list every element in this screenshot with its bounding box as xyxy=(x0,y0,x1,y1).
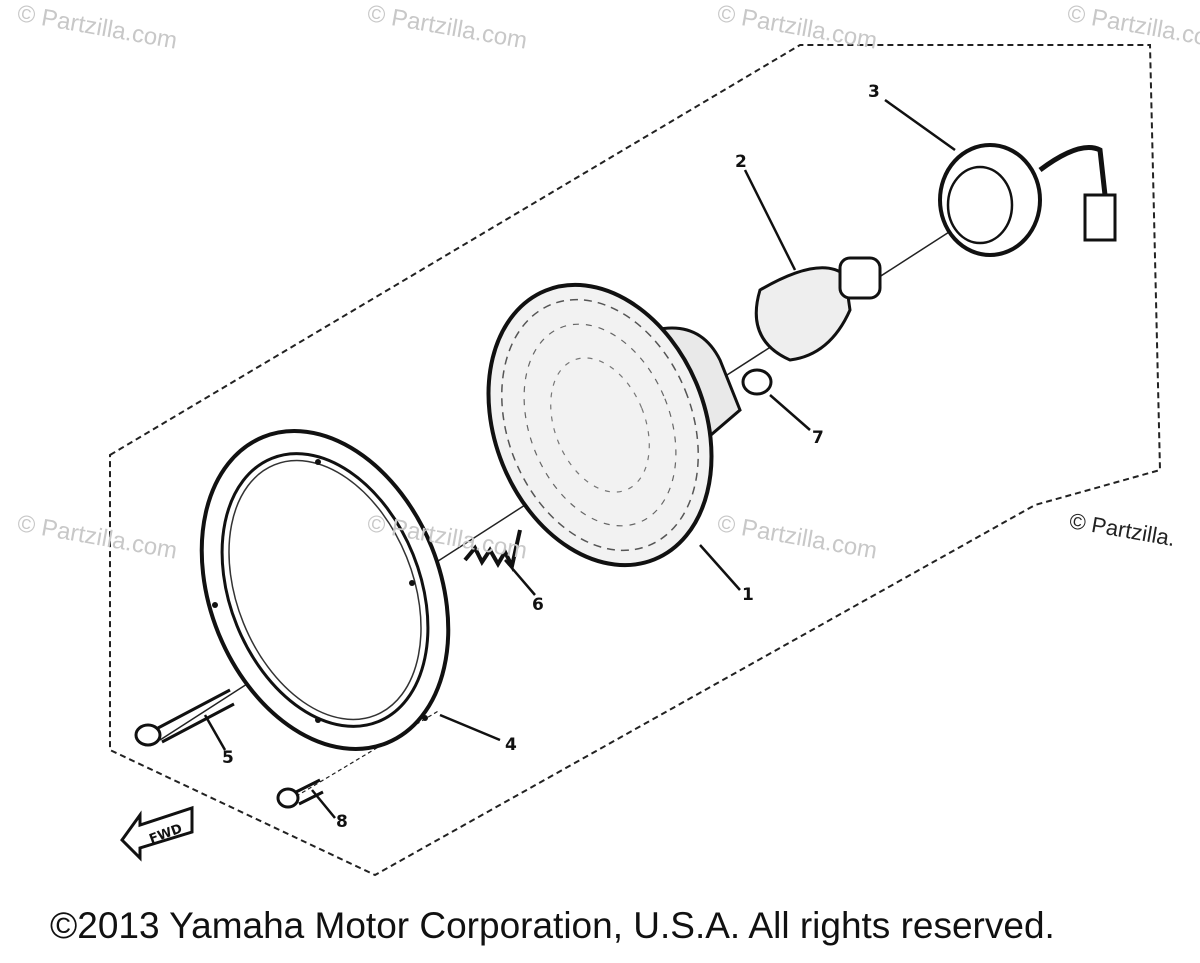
leader-5 xyxy=(203,714,227,751)
leader-4 xyxy=(439,713,501,742)
callout-6: 6 xyxy=(532,595,544,615)
fwd-arrow: FWD xyxy=(120,805,194,862)
callout-3: 3 xyxy=(868,82,880,102)
short-screw xyxy=(276,778,324,809)
spring xyxy=(463,529,522,572)
leader-1 xyxy=(699,544,741,591)
headlight-rim xyxy=(199,429,451,751)
callout-2: 2 xyxy=(735,152,747,172)
callout-8: 8 xyxy=(336,812,348,832)
nut xyxy=(741,368,773,396)
callout-5: 5 xyxy=(222,748,234,768)
callout-1: 1 xyxy=(742,585,754,605)
callout-4: 4 xyxy=(505,735,517,755)
leader-3 xyxy=(884,98,956,152)
callout-7: 7 xyxy=(812,428,824,448)
leader-6 xyxy=(504,559,536,596)
bulb-socket xyxy=(938,143,1117,257)
sealed-beam-unit xyxy=(486,282,742,568)
leader-7 xyxy=(769,394,811,431)
copyright-notice: ©2013 Yamaha Motor Corporation, U.S.A. A… xyxy=(50,905,1055,946)
axis-line-screw xyxy=(289,709,441,801)
leader-8 xyxy=(311,789,336,819)
leader-2 xyxy=(743,169,797,271)
long-screw xyxy=(134,688,235,747)
assembly-outline xyxy=(109,44,1162,877)
bulb xyxy=(754,256,882,362)
